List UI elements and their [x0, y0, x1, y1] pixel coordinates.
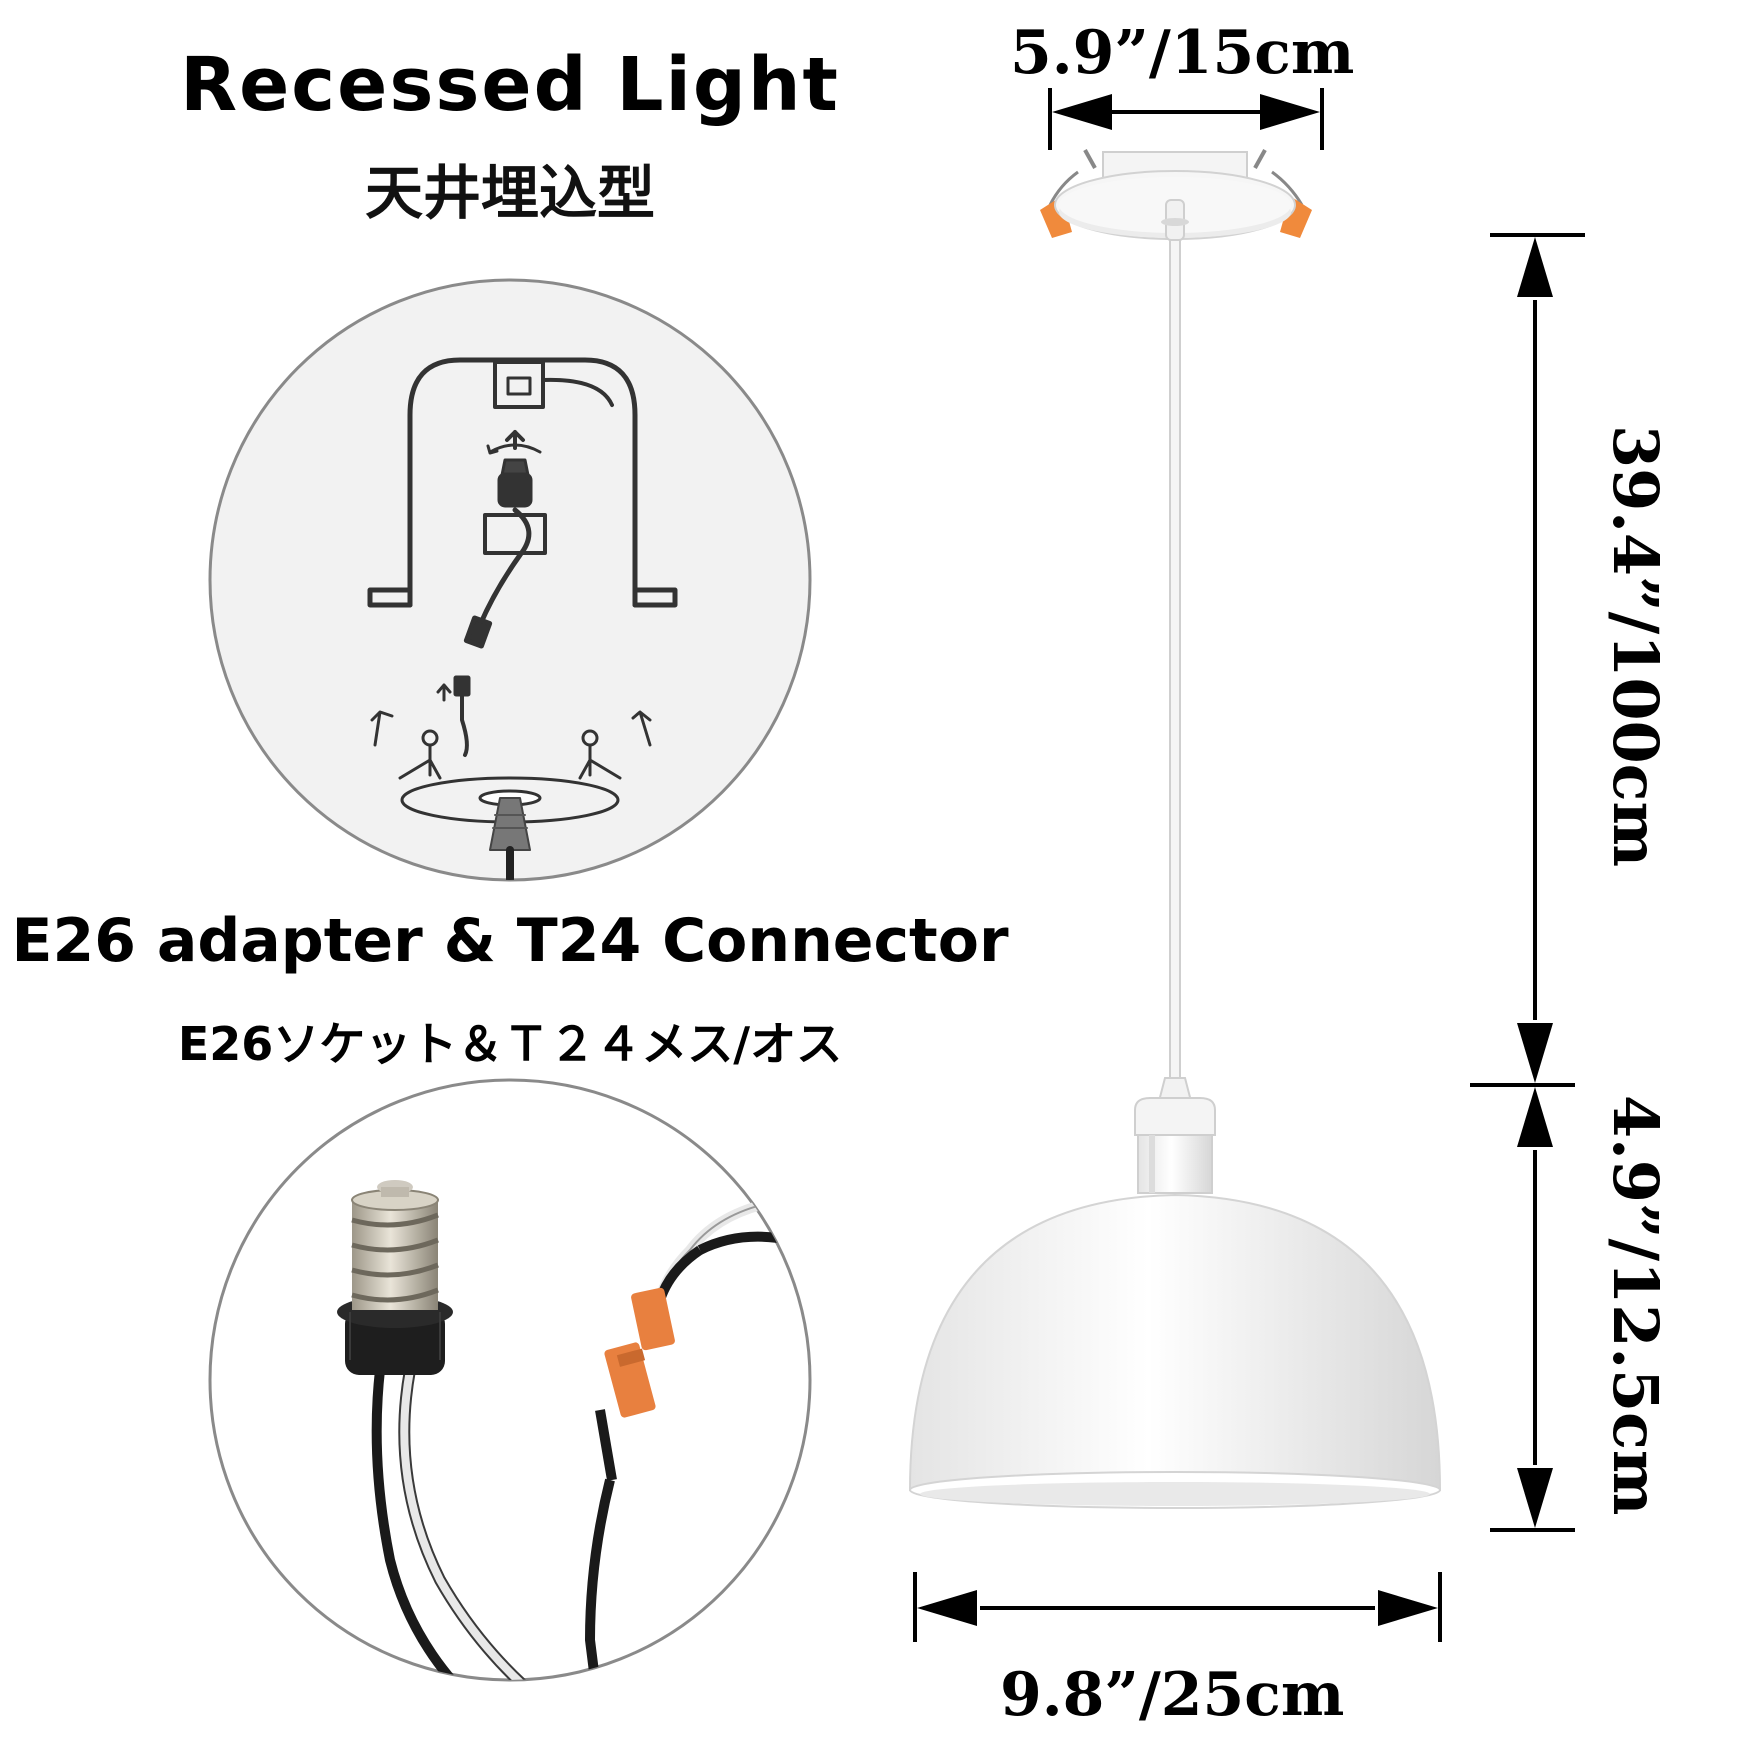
socket-cover	[1134, 1077, 1216, 1194]
pendant-light	[908, 149, 1442, 1509]
arrow-head	[917, 1590, 977, 1626]
adapter-title-jp: E26ソケット＆Ｔ２４メス/オス	[177, 1017, 843, 1071]
shade-height-label: 4.9”/12.5cm	[1599, 1095, 1672, 1516]
recessed-canopy	[1040, 149, 1312, 241]
dimension-lines	[913, 88, 1585, 1642]
up-arrow-left	[370, 710, 394, 747]
adapter-box	[483, 513, 547, 555]
arrow-head	[1517, 237, 1553, 297]
arrow-head	[1517, 1468, 1553, 1528]
black-wire	[371, 1369, 474, 1680]
shade-width-label: 9.8”/25cm	[1000, 1660, 1345, 1730]
t24-connector	[595, 1287, 675, 1481]
cord-length-label: 39.4”/100cm	[1599, 425, 1672, 868]
recessed-light-title: Recessed Light	[180, 42, 840, 128]
arrow-head	[1517, 1087, 1553, 1147]
adapter-title: E26 adapter & T24 Connector	[11, 906, 1009, 976]
junction-box	[493, 360, 545, 409]
arrow-head	[1052, 94, 1112, 130]
recessed-light-title-jp: 天井埋込型	[364, 159, 655, 227]
cord-grip	[489, 797, 531, 880]
white-wire	[400, 1369, 543, 1680]
dome-shade	[908, 1193, 1442, 1509]
arrow-head	[1378, 1590, 1438, 1626]
canopy-width-label: 5.9”/15cm	[1010, 18, 1355, 88]
unscrew-arrow	[486, 430, 542, 455]
arrow-head	[1260, 94, 1320, 130]
white-cord	[1169, 239, 1181, 1079]
socket-bulb-base	[497, 458, 533, 508]
installation-diagram-circle	[208, 278, 812, 882]
adapter-photo-circle	[208, 1078, 812, 1682]
arrow-head	[1517, 1023, 1553, 1083]
up-arrow-right	[631, 710, 652, 747]
e26-adapter	[337, 1180, 453, 1375]
